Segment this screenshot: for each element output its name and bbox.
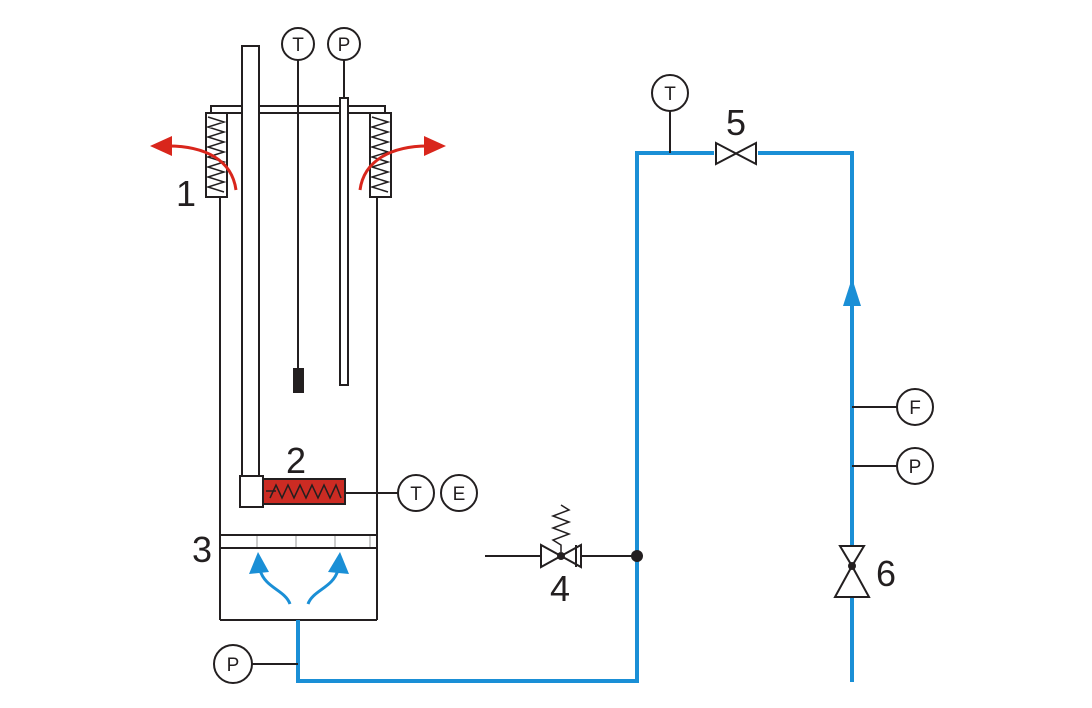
flow-direction-arrow: [843, 278, 861, 306]
svg-text:E: E: [453, 484, 466, 505]
pressure-tube: [339, 97, 349, 386]
feed-tube: [241, 45, 260, 477]
svg-text:T: T: [664, 84, 676, 105]
svg-text:P: P: [338, 35, 351, 56]
relief-valve-4: [485, 504, 637, 569]
exhaust-arrow-left: [150, 136, 238, 191]
svg-text:P: P: [227, 655, 240, 676]
heater-element: [262, 478, 346, 505]
inlet-arrow-left: [249, 552, 292, 605]
exhaust-arrow-right: [358, 136, 446, 191]
svg-text:T: T: [292, 35, 304, 56]
sample-holder: [239, 475, 264, 508]
valve-5: [714, 141, 758, 166]
callout-4: 4: [550, 568, 570, 609]
svg-text:F: F: [909, 398, 921, 419]
instrument-inlet-p: P: [896, 447, 934, 485]
left-vent-coil: [205, 112, 228, 198]
instrument-top-t: T: [281, 27, 315, 61]
instrument-bottom-p: P: [213, 644, 253, 684]
callout-6: 6: [876, 553, 896, 594]
distributor-plate: [219, 534, 378, 549]
pipe-junction: [631, 550, 643, 562]
callout-2: 2: [286, 440, 306, 481]
right-vent-coil: [369, 112, 392, 198]
temperature-probe-tip: [293, 368, 304, 393]
instrument-pipe-t: T: [651, 74, 689, 112]
instrument-flow-f: F: [896, 388, 934, 426]
inlet-arrow-right: [306, 552, 349, 605]
svg-text:T: T: [410, 484, 422, 505]
callout-1: 1: [176, 173, 196, 214]
instrument-heater-t: T: [397, 474, 435, 512]
svg-text:P: P: [909, 457, 922, 478]
return-pipe: [296, 151, 854, 683]
callout-5: 5: [726, 102, 746, 143]
instrument-top-p: P: [327, 27, 361, 61]
callout-3: 3: [192, 529, 212, 570]
instrument-heater-e: E: [440, 474, 478, 512]
valve-6: [833, 545, 871, 598]
